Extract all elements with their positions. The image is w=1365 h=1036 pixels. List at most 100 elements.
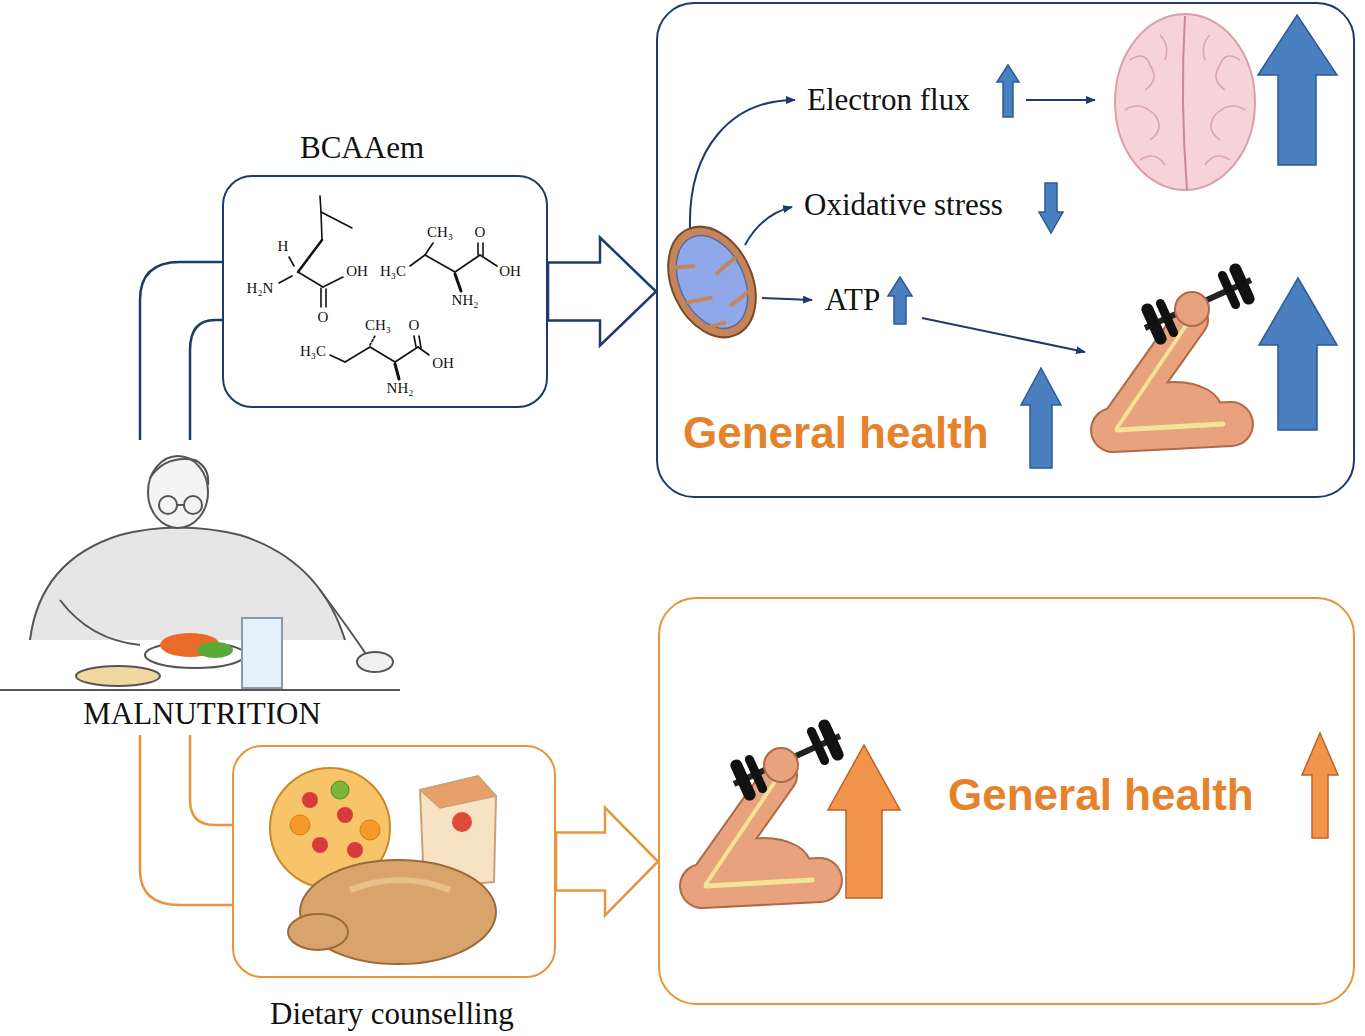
mitochondrion [709,321,724,330]
hollow-arrow [556,808,658,916]
atom-label: OH [499,263,521,280]
chemical-structure [321,212,352,228]
brain-icon [1205,156,1230,165]
malnutrition-figure [76,666,160,686]
mitochondrion [651,213,773,352]
chemical-structure [414,336,416,347]
pathway-arrow [1026,99,1095,101]
malnutrition-figure [320,590,370,660]
malnutrition-figure [184,496,202,514]
pathway-line [140,262,222,440]
food-illustration [420,776,496,808]
malnutrition-figure [60,600,140,645]
atom-label: O [409,317,420,334]
decrease-arrow [1039,183,1063,233]
brain-icon [1115,14,1255,190]
chemical-structure [410,255,425,266]
effect-label: Electron flux [807,82,970,118]
chemical-structure [325,289,327,307]
atom-label: CH₃ [365,317,391,334]
chemical-structure [279,196,497,379]
malnutrition-figure [159,496,177,514]
food-illustration [331,781,349,799]
mitochondrion [672,242,757,333]
malnutrition-figure [0,689,400,691]
condition-label: MALNUTRITION [83,696,321,732]
chemical-structure [477,243,479,255]
brain-icon [1125,35,1245,165]
malnutrition-figure [242,618,282,688]
brain-icon [1216,56,1240,90]
malnutrition-figure [150,459,208,485]
increase-arrow [828,733,1338,898]
food-illustration [360,820,380,840]
food-illustration [270,768,496,964]
chemical-structure [425,243,433,255]
chemical-structure [321,212,322,240]
decrease-arrow [1039,183,1063,233]
flexed-arm [702,725,840,891]
effect-label: Oxidative stress [804,187,1003,223]
atom-label: NH₂ [452,292,479,309]
pathway-line [190,735,232,825]
outcome-label: General health [948,769,1254,821]
chemical-structure [370,336,375,345]
atom-label: CH₃ [427,224,453,241]
increase-arrow [888,277,912,324]
diet-box: Dietary counselling [232,745,556,978]
chemical-structure [395,347,418,362]
brain-icon [1130,56,1154,90]
chemical-structure [395,364,399,379]
brain-icon [1125,106,1159,140]
food-illustration [312,837,328,853]
pathway-line [140,735,232,905]
increase-arrow [997,65,1019,117]
chemical-structure [418,347,429,355]
chemical-structure [320,288,322,307]
pathway-arrow [690,100,1095,352]
atom-label: OH [432,355,454,372]
atom-label: H₂N [247,280,274,297]
chemical-structure [330,355,345,362]
outcome-label: General health [683,407,989,459]
pathway-line [190,320,222,440]
atom-label: H [278,238,289,255]
outcome-box: Electron fluxOxidative stressATP General … [656,2,1355,498]
chemical-structure [298,272,323,287]
food-illustration [452,812,472,832]
mitochondrion [714,258,736,273]
pathway-arrow [922,318,1085,352]
effect-label: ATP [825,282,880,318]
chemical-structure [298,240,322,272]
pathway-line [140,262,232,905]
brain-icon [1140,156,1165,165]
malnutrition-figure [148,456,208,528]
chemical-structure [455,274,461,291]
mitochondrion [688,293,710,308]
atom-label: O [318,309,329,326]
malnutrition-figure [357,652,393,672]
brain-icon [1183,16,1187,190]
increase-arrow [1259,278,1337,430]
chemical-structure [323,277,343,287]
outcome-box: General health [658,597,1355,1005]
flexed-arm [1113,269,1251,435]
increase-arrow [828,745,900,898]
food-illustration [290,815,310,835]
atom-label: NH₂ [387,380,414,397]
chemical-structure [370,347,395,362]
food-illustration [302,792,318,808]
pathway-arrow [690,100,795,228]
atom-label: O [475,224,486,241]
chemical-structure [289,257,294,266]
pathway-arrow [745,207,792,245]
food-illustration [350,880,450,890]
food-illustration [288,914,348,950]
brain-icon [1203,35,1210,60]
box-caption: Dietary counselling [270,996,514,1032]
increase-arrow [1258,15,1337,165]
mitochondrion [672,259,694,275]
malnutrition-figure [0,456,400,690]
